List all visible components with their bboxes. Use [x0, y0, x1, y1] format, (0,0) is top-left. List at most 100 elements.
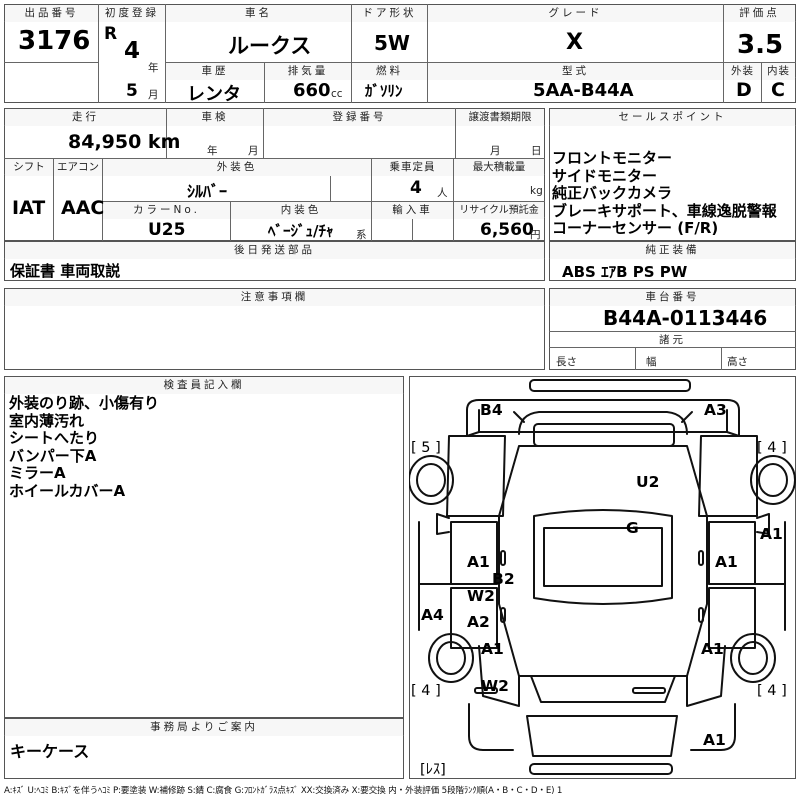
mark-w2-back: W2 [481, 677, 509, 695]
year-unit: 年 [148, 62, 159, 74]
mark-b4: B4 [480, 401, 503, 419]
equipment-box [549, 241, 796, 281]
mark-a3: A3 [704, 401, 727, 419]
ext-color-value: ｼﾙﾊﾞｰ [187, 182, 228, 201]
transfer-month: 月 [490, 145, 501, 157]
capacity-unit: 人 [437, 187, 448, 199]
later-parts-label: 後日発送部品 [5, 242, 544, 259]
inspector-note: シートへたり [9, 429, 100, 448]
mileage-kind: レンタ [187, 84, 241, 105]
capacity-value: 4 [410, 178, 422, 198]
mark-b2: B2 [492, 570, 515, 588]
fuel: ｶﾞｿﾘﾝ [365, 82, 403, 100]
inspection-label: 車検 [167, 109, 263, 126]
tread-front-left: [ 5 ] [411, 440, 441, 456]
lot-number: 3176 [18, 26, 91, 56]
ac-value: AAC [61, 197, 105, 219]
inspector-note: ホイールカバーA [9, 481, 126, 500]
interior-label: 内装 [762, 63, 795, 80]
mark-a1-left-front: A1 [467, 553, 490, 571]
sales-point-item: コーナーセンサー (F/R) [552, 219, 719, 238]
door-label: ドア形状 [352, 5, 427, 22]
later-parts-box [4, 241, 545, 281]
fuel-label: 燃料 [352, 63, 427, 80]
mark-g: G [626, 519, 639, 537]
month-unit: 月 [148, 89, 159, 101]
travel-value: 84,950 km [68, 131, 181, 153]
chassis-label: 車台番号 [550, 289, 795, 306]
height-label: 高さ [727, 356, 748, 368]
reg-month: 5 [126, 81, 138, 101]
mark-a1-back: A1 [703, 731, 726, 749]
max-load-unit: kg [530, 185, 543, 197]
capacity-label: 乗車定員 [372, 159, 453, 176]
import-label: 輸入車 [372, 202, 453, 219]
transfer-day: 日 [531, 145, 542, 157]
exterior-label: 外装 [724, 63, 761, 80]
notes-box [4, 288, 545, 370]
max-load-label: 最大積載量 [454, 159, 544, 176]
width-label: 幅 [646, 356, 657, 368]
reg-label: 初度登録 [99, 5, 165, 22]
chassis-box [549, 288, 796, 370]
sales-point-item: 純正バックカメラ [552, 184, 673, 203]
int-color-value: ﾍﾞｰｼﾞｭ/ﾁｬ [268, 222, 334, 240]
mark-a2: A2 [467, 613, 490, 631]
mark-a1-right-rear: A1 [701, 640, 724, 658]
score-label: 評価点 [724, 5, 795, 22]
sales-points-box [549, 108, 796, 241]
header-table [4, 4, 796, 103]
mark-w2-left: W2 [467, 587, 495, 605]
mark-a4: A4 [421, 606, 444, 624]
mileage-kind-label: 車歴 [166, 63, 264, 80]
model-code: 5AA-B44A [533, 80, 634, 101]
recycle-label: リサイクル預託金 [454, 202, 544, 219]
color-no-label: カラーNo. [103, 202, 230, 219]
chassis-number: B44A-0113446 [603, 306, 768, 330]
mark-u2: U2 [636, 473, 660, 491]
recycle-unit: 円 [530, 229, 541, 241]
model-label: 型式 [428, 63, 723, 80]
equipment-text: ABS ｴｱB PS PW [562, 263, 688, 281]
interior-grade: C [771, 79, 785, 101]
sales-point-item: サイドモニター [552, 166, 658, 185]
ac-label: エアコン [54, 159, 102, 176]
score: 3.5 [737, 30, 784, 60]
mark-a1-right-side: A1 [760, 525, 783, 543]
grade: X [566, 30, 583, 55]
ext-color-label: 外装色 [103, 159, 371, 176]
equipment-label: 純正装備 [550, 242, 795, 259]
door-type: 5W [374, 31, 410, 55]
int-color-unit: 系 [356, 229, 367, 241]
transfer-label: 譲渡書類期限 [456, 109, 544, 126]
office-label: 事務局よりご案内 [5, 719, 403, 736]
displacement-label: 排気量 [265, 63, 351, 80]
inspector-notes: 外装のり跡、小傷有り 室内薄汚れ シートへたり バンパー下A ミラーA ホイール… [9, 394, 159, 501]
later-parts-text: 保証書 車両取説 [10, 262, 121, 280]
inspector-note: 室内薄汚れ [9, 411, 85, 430]
tread-rear-left: [ 4 ] [411, 683, 441, 699]
mark-a1-right-front: A1 [715, 553, 738, 571]
notes-label: 注意事項欄 [5, 289, 544, 306]
dims-label: 諸元 [659, 334, 686, 346]
inspector-box [4, 376, 404, 718]
lot-label: 出品番号 [5, 5, 98, 22]
tread-rear-right: [ 4 ] [757, 683, 787, 699]
tread-spare: [ﾚｽ] [420, 762, 446, 778]
era: R [104, 24, 118, 44]
sales-point-item: フロントモニター [552, 149, 673, 167]
mark-a1-left-rear: A1 [481, 640, 504, 658]
travel-label: 走行 [5, 109, 166, 126]
inspector-label: 検査員記入欄 [5, 377, 403, 394]
car-name: ルークス [228, 34, 312, 58]
int-color-label: 内装色 [231, 202, 371, 219]
shift-value: IAT [12, 197, 46, 219]
sales-points-list: フロントモニター サイドモニター 純正バックカメラ ブレーキサポート、車線逸脱警… [552, 149, 777, 238]
length-label: 長さ [556, 356, 577, 368]
car-diagram [409, 379, 796, 775]
office-box [4, 718, 404, 779]
displacement: 660 [293, 80, 331, 101]
displacement-unit: cc [331, 88, 343, 100]
shift-label: シフト [5, 159, 53, 176]
sales-points-label: セールスポイント [550, 109, 795, 126]
